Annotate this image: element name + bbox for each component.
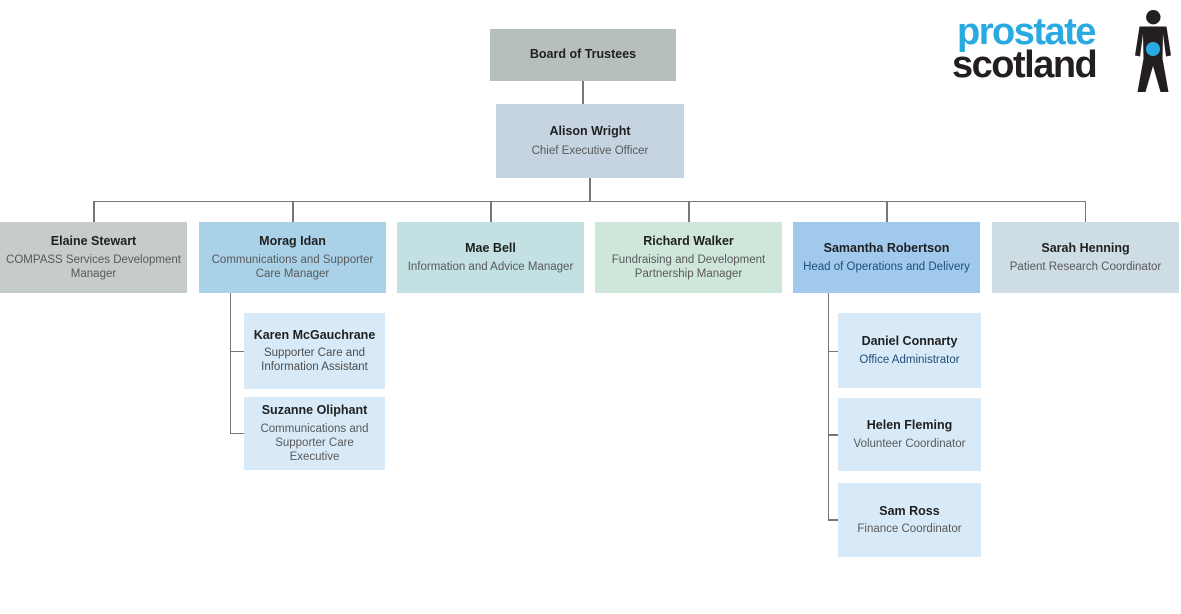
person-name: Helen Fleming xyxy=(866,418,953,433)
connector-morag-vertical xyxy=(229,293,231,434)
connector-drop-elaine xyxy=(93,201,95,222)
node-morag-idan: Morag Idan Communications and Supporter … xyxy=(199,222,386,293)
figure-head xyxy=(1146,10,1161,25)
person-name: Elaine Stewart xyxy=(50,233,137,248)
person-title: Communications and Supporter Care Execut… xyxy=(260,422,369,463)
person-name: Sam Ross xyxy=(879,503,940,518)
node-samantha-robertson: Samantha Robertson Head of Operations an… xyxy=(793,222,980,293)
connector-drop-morag xyxy=(292,201,294,222)
person-name: Board of Trustees xyxy=(529,47,637,62)
connector-samantha-vertical xyxy=(827,293,829,520)
logo-wordmark: prostate scotland xyxy=(952,11,1098,86)
connector-ceo-drop xyxy=(589,178,591,201)
connector-branch-karen xyxy=(229,350,245,352)
person-title: Chief Executive Officer xyxy=(531,144,649,157)
person-name: Alison Wright xyxy=(549,124,631,139)
connector-drop-mae xyxy=(490,201,492,222)
node-karen-mcgauchrane: Karen McGauchrane Supporter Care and Inf… xyxy=(244,313,385,389)
connector-branch-helen xyxy=(827,434,839,436)
node-board-of-trustees: Board of Trustees xyxy=(490,29,676,81)
connector-board-to-ceo xyxy=(582,81,584,104)
connector-branch-daniel xyxy=(827,350,839,352)
person-name: Mae Bell xyxy=(465,240,516,255)
person-name: Suzanne Oliphant xyxy=(261,403,368,418)
node-alison-wright: Alison Wright Chief Executive Officer xyxy=(496,104,684,178)
connector-horizontal-bus xyxy=(93,200,1086,202)
node-elaine-stewart: Elaine Stewart COMPASS Services Developm… xyxy=(0,222,187,293)
person-title: Information and Advice Manager xyxy=(407,261,574,274)
node-sarah-henning: Sarah Henning Patient Research Coordinat… xyxy=(992,222,1179,293)
male-figure-icon xyxy=(1135,10,1171,92)
person-name: Daniel Connarty xyxy=(861,334,958,349)
person-name: Karen McGauchrane xyxy=(253,327,376,342)
prostate-dot-icon xyxy=(1146,42,1160,56)
node-richard-walker: Richard Walker Fundraising and Developme… xyxy=(595,222,782,293)
node-suzanne-oliphant: Suzanne Oliphant Communications and Supp… xyxy=(244,397,385,470)
connector-drop-samantha xyxy=(886,201,888,222)
person-title: Office Administrator xyxy=(859,353,960,366)
person-title: COMPASS Services Development Manager xyxy=(6,254,181,281)
connector-drop-sarah xyxy=(1084,201,1086,222)
person-name: Samantha Robertson xyxy=(823,240,950,255)
logo-word-prostate: prostate xyxy=(957,11,1096,53)
node-mae-bell: Mae Bell Information and Advice Manager xyxy=(397,222,584,293)
node-helen-fleming: Helen Fleming Volunteer Coordinator xyxy=(838,398,981,471)
connector-drop-richard xyxy=(688,201,690,222)
person-title: Volunteer Coordinator xyxy=(853,437,966,450)
person-title: Communications and Supporter Care Manage… xyxy=(211,254,374,281)
person-title: Patient Research Coordinator xyxy=(1009,261,1162,274)
logo-word-scotland: scotland xyxy=(952,44,1098,86)
person-name: Morag Idan xyxy=(259,233,326,248)
node-daniel-connarty: Daniel Connarty Office Administrator xyxy=(838,313,981,388)
person-name: Richard Walker xyxy=(643,233,734,248)
person-title: Head of Operations and Delivery xyxy=(803,261,970,274)
person-title: Finance Coordinator xyxy=(857,523,962,536)
prostate-scotland-logo: prostate scotland xyxy=(952,10,1171,92)
connector-branch-sam-ross xyxy=(827,519,839,521)
person-title: Fundraising and Development Partnership … xyxy=(611,254,766,281)
connector-branch-suzanne xyxy=(229,432,245,434)
person-title: Supporter Care and Information Assistant xyxy=(261,347,368,374)
person-name: Sarah Henning xyxy=(1041,240,1130,255)
node-sam-ross: Sam Ross Finance Coordinator xyxy=(838,483,981,557)
figure-body xyxy=(1135,26,1171,92)
